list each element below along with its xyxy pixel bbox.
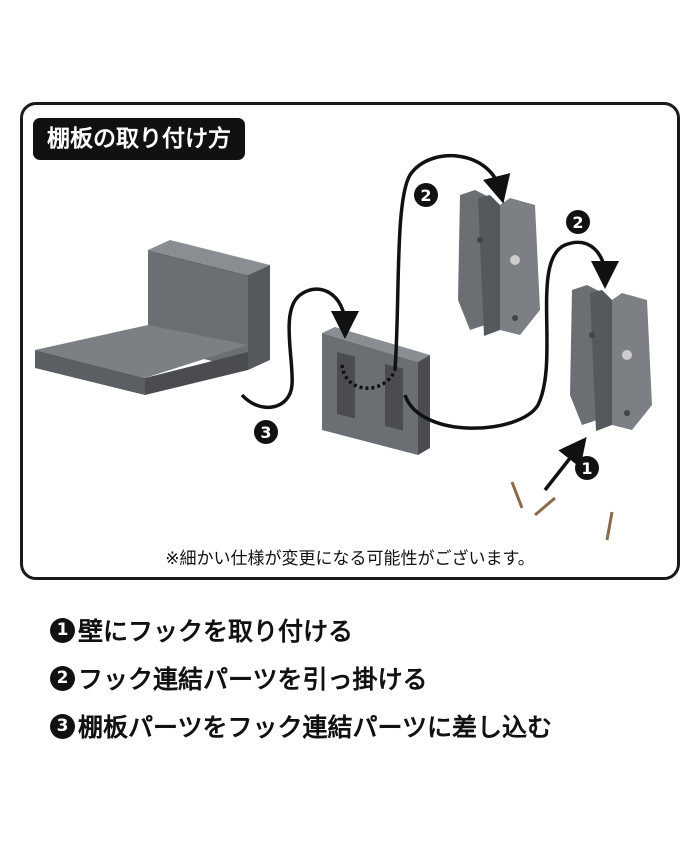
panel-title: 棚板の取り付け方 — [33, 118, 245, 160]
wall-hook-upper — [458, 190, 540, 336]
instruction-panel — [20, 102, 680, 580]
direction-arrows — [240, 153, 619, 492]
hook-connector-part — [322, 327, 430, 455]
callout-2-upper: 2 — [414, 183, 438, 207]
step-number: 2 — [50, 665, 75, 691]
step-text: フック連結パーツを引っ掛ける — [78, 665, 428, 694]
screws — [510, 481, 614, 541]
step-text: 棚板パーツをフック連結パーツに差し込む — [78, 713, 553, 742]
svg-text:1: 1 — [581, 459, 592, 478]
svg-text:2: 2 — [420, 186, 431, 205]
callout-3: 3 — [254, 420, 278, 444]
installation-illustration: 2 2 3 1 — [35, 153, 652, 541]
step-number: 1 — [50, 617, 75, 643]
step-number: 3 — [50, 713, 75, 739]
wall-hook-lower — [570, 285, 652, 431]
callout-1: 1 — [575, 456, 599, 480]
spec-change-note: ※細かい仕様が変更になる可能性がございます。 — [165, 549, 535, 569]
shelf-part — [35, 240, 270, 395]
callout-2-lower: 2 — [566, 210, 590, 234]
step-text: 壁にフックを取り付ける — [78, 617, 354, 646]
svg-text:2: 2 — [572, 213, 583, 232]
svg-text:3: 3 — [260, 423, 271, 442]
